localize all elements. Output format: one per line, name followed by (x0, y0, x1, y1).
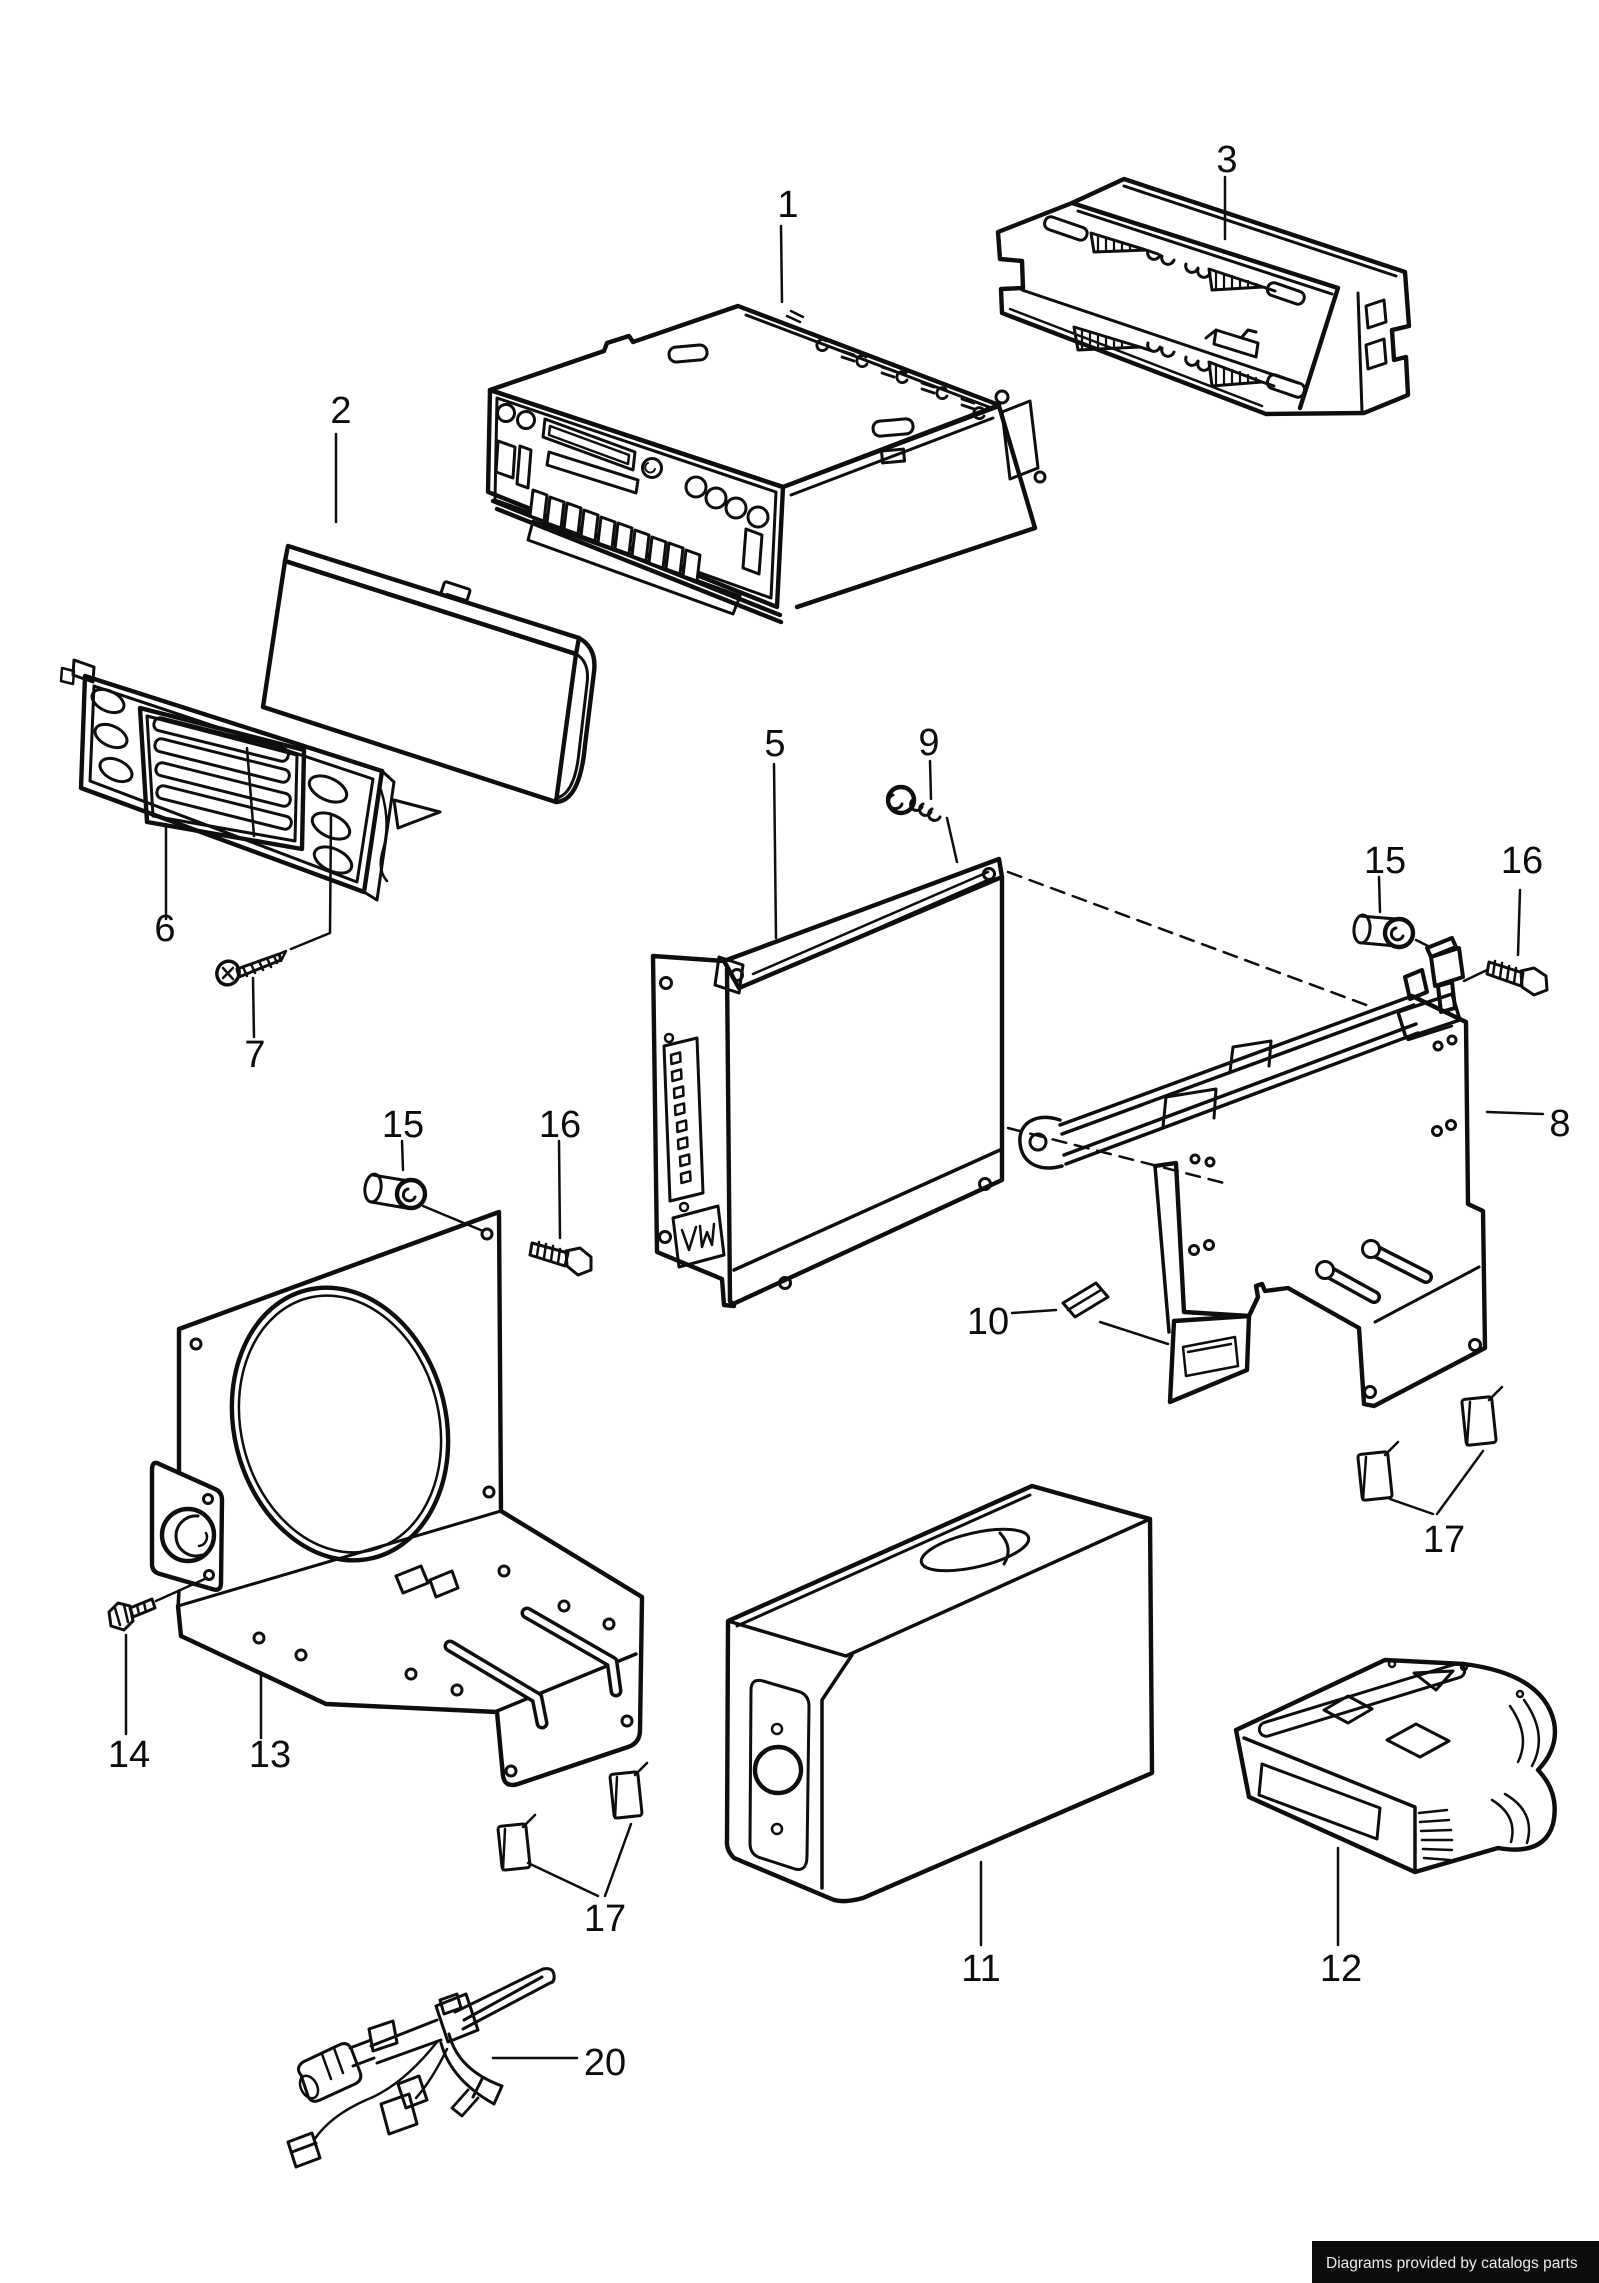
svg-text:9: 9 (918, 722, 939, 764)
svg-text:10: 10 (967, 1301, 1009, 1343)
svg-text:6: 6 (154, 908, 175, 950)
svg-text:20: 20 (584, 2042, 626, 2084)
svg-text:14: 14 (108, 1734, 150, 1776)
svg-text:7: 7 (244, 1034, 265, 1076)
svg-text:1: 1 (777, 184, 798, 226)
svg-text:2: 2 (330, 390, 351, 432)
svg-text:11: 11 (961, 1948, 1000, 1990)
svg-text:5: 5 (764, 723, 785, 765)
svg-text:16: 16 (1501, 840, 1543, 882)
svg-text:17: 17 (584, 1898, 626, 1940)
svg-text:8: 8 (1549, 1103, 1570, 1145)
svg-text:15: 15 (1364, 840, 1406, 882)
svg-text:13: 13 (249, 1734, 291, 1776)
svg-text:Diagrams provided by catalogs: Diagrams provided by catalogs parts (1326, 2255, 1578, 2272)
svg-text:16: 16 (539, 1104, 581, 1146)
svg-text:15: 15 (382, 1104, 424, 1146)
svg-text:12: 12 (1320, 1948, 1362, 1990)
svg-text:17: 17 (1423, 1519, 1465, 1561)
svg-text:3: 3 (1216, 139, 1237, 181)
